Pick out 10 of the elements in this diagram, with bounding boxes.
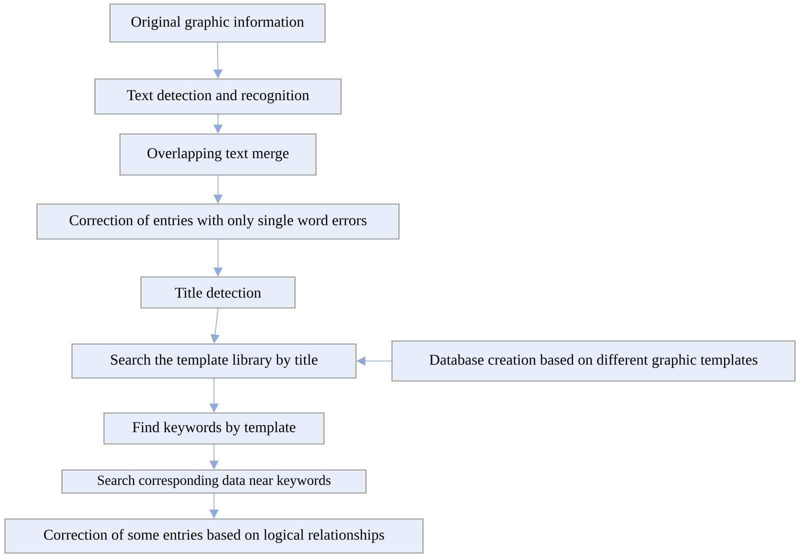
process-box: Overlapping text merge — [120, 134, 316, 176]
process-box: Search the template library by title — [72, 344, 356, 378]
process-box: Title detection — [140, 276, 296, 308]
process-box: Correction of some entries based on logical relationships — [4, 518, 424, 554]
process-box: Database creation based on different graphic templates — [392, 340, 796, 382]
process-box: Find keywords by template — [104, 412, 324, 444]
process-box: Original graphic information — [110, 4, 326, 42]
process-box: Text detection and recognition — [94, 78, 342, 114]
process-box: Search corresponding data near keywords — [62, 470, 366, 494]
process-box: Correction of entries with only single word errors — [36, 204, 400, 240]
